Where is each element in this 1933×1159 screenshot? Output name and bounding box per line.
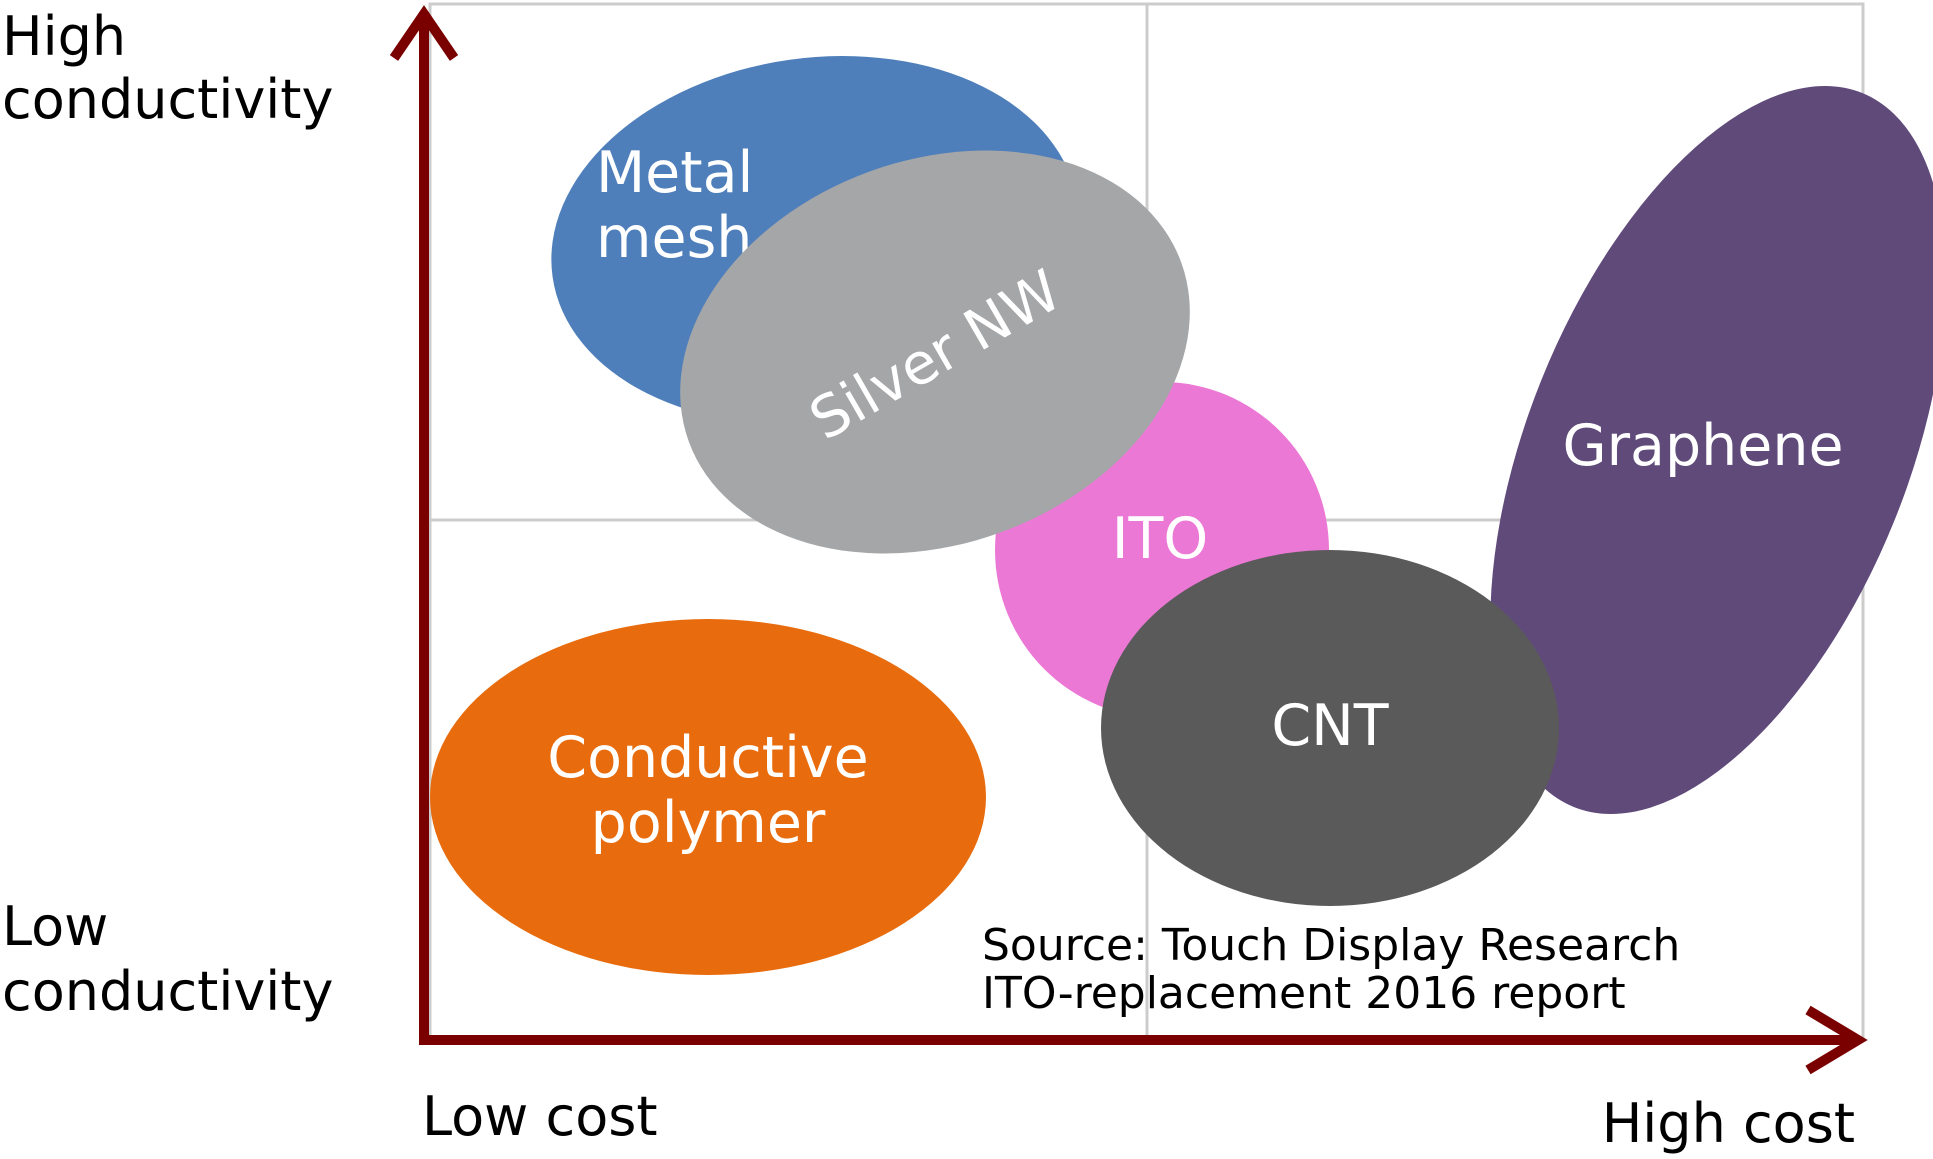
metal-mesh-label-line1: Metal [596,140,753,206]
graphene-label: Graphene [1562,413,1843,479]
x-axis-arrowhead [1805,1005,1868,1075]
y-axis-low-label-line2: conductivity [2,960,333,1023]
cnt-label: CNT [1271,693,1388,759]
axes [389,5,1868,1075]
graphene-region: Graphene [1490,86,1933,814]
silver-nw-region: Silver NW [680,150,1190,554]
conductive-polymer-label-line2: polymer [591,790,826,856]
graphene-ellipse [1490,86,1933,814]
y-axis-arrowhead [389,5,459,61]
y-axis-high-label-line1: High [2,5,126,68]
conductive-polymer-ellipse [430,619,986,975]
cnt-region: CNT [1101,550,1559,906]
cnt-ellipse [1101,550,1559,906]
conductive-polymer-region: Conductive polymer [430,619,986,975]
ito-label: ITO [1112,506,1209,572]
x-axis-low-cost-label: Low cost [422,1085,658,1148]
y-axis-low-label-line1: Low [2,895,108,958]
y-axis-high-label-line2: conductivity [2,68,333,131]
silver-nw-ellipse [680,150,1190,554]
metal-mesh-label-line2: mesh [596,205,752,271]
x-axis-high-cost-label: High cost [1602,1092,1855,1155]
conductive-polymer-label-line1: Conductive [547,725,868,791]
source-note-line1: Source: Touch Display Research [982,920,1680,971]
source-note-line2: ITO-replacement 2016 report [982,968,1626,1019]
